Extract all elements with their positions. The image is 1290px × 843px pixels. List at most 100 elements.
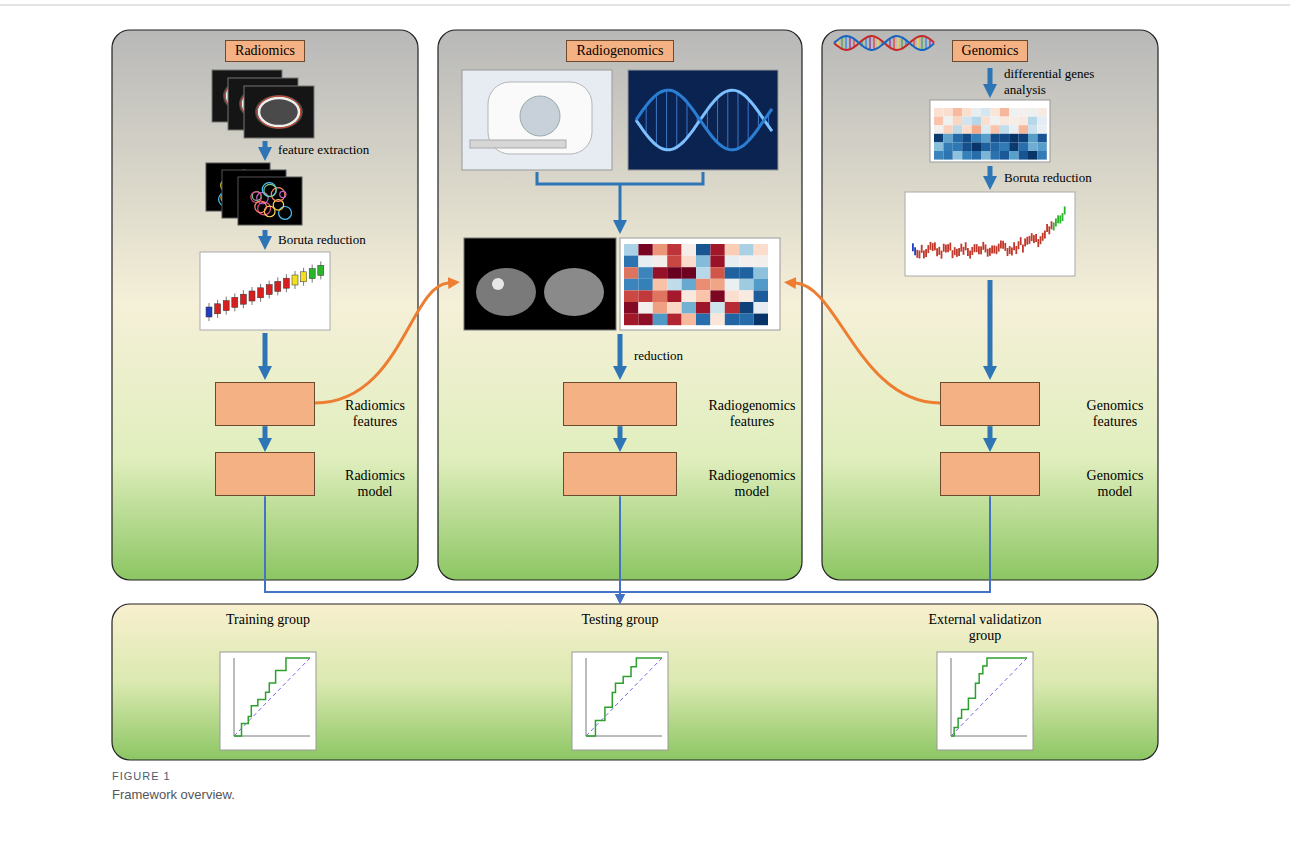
heatmap-cell xyxy=(972,125,981,134)
importance-bar xyxy=(1044,231,1046,239)
importance-bar xyxy=(1040,236,1042,244)
importance-bar xyxy=(1007,248,1009,256)
importance-bar xyxy=(1002,241,1004,249)
heatmap-cell xyxy=(962,108,971,117)
boxplot-box xyxy=(283,278,289,288)
breast-tissue xyxy=(544,268,604,316)
heatmap-cell xyxy=(1037,142,1046,151)
heatmap-cell xyxy=(624,290,638,302)
heatmap-cell xyxy=(981,151,990,160)
importance-plot xyxy=(905,192,1075,276)
process-box: Radiomics features xyxy=(215,382,315,426)
module-panel: RadiomicsRadiomics featuresRadiomics mod… xyxy=(112,30,418,580)
flow-arrow xyxy=(263,426,268,438)
importance-bar xyxy=(976,244,978,252)
flow-arrow xyxy=(618,334,623,366)
merge-connector xyxy=(619,496,621,594)
importance-bar xyxy=(952,250,954,258)
dna-strand xyxy=(834,36,934,50)
importance-bar xyxy=(1064,206,1066,214)
flow-arrow xyxy=(988,280,993,366)
box-label: Genomics model xyxy=(1071,468,1159,500)
heatmap-cell xyxy=(739,267,753,279)
heatmap-cell xyxy=(981,142,990,151)
heatmap-cell xyxy=(696,267,710,279)
heatmap-cell xyxy=(624,314,638,326)
heatmap-cell xyxy=(1009,142,1018,151)
importance-bar xyxy=(1037,239,1039,247)
feature-transfer-arrow xyxy=(315,283,448,403)
heatmap-cell xyxy=(943,108,952,117)
importance-bar xyxy=(1035,234,1037,242)
feature-dot xyxy=(255,201,267,213)
importance-bar xyxy=(996,246,998,254)
importance-bar xyxy=(991,246,993,254)
importance-bar xyxy=(932,243,934,251)
heatmap-cell xyxy=(638,267,652,279)
boxplot-box xyxy=(215,304,221,314)
heatmap-cell xyxy=(710,302,724,314)
importance-bar xyxy=(923,250,925,258)
boxplot-box xyxy=(292,275,298,285)
heatmap-cell xyxy=(682,279,696,291)
flow-arrow xyxy=(988,426,993,438)
importance-bar xyxy=(980,246,982,254)
heatmap-cell xyxy=(1028,117,1037,126)
heatmap-cell xyxy=(710,267,724,279)
importance-bar xyxy=(1055,218,1057,226)
heatmap-cell xyxy=(990,151,999,160)
heatmap-cell xyxy=(725,267,739,279)
boxplot-box xyxy=(318,265,324,275)
mri-scanner-bore xyxy=(520,96,560,136)
heatmap-cell xyxy=(953,134,962,143)
dna-rung xyxy=(687,102,688,138)
heatmap-cell xyxy=(934,125,943,134)
heatmap-cell xyxy=(653,302,667,314)
heatmap-cell xyxy=(696,290,710,302)
heatmap-cell xyxy=(638,314,652,326)
heatmap-cell xyxy=(653,279,667,291)
importance-bar xyxy=(1059,215,1061,223)
heatmap-cell xyxy=(981,108,990,117)
importance-bar xyxy=(954,247,956,255)
importance-bar xyxy=(974,244,976,252)
importance-bar xyxy=(949,243,951,251)
dna-rung xyxy=(869,36,870,50)
feature-dot xyxy=(262,183,276,197)
heatmap-cell xyxy=(990,117,999,126)
step-label: differential genes analysis xyxy=(1004,66,1124,97)
heatmap-cell xyxy=(943,125,952,134)
importance-bar xyxy=(1022,245,1024,253)
importance-bar xyxy=(963,247,965,255)
heatmap-cell xyxy=(981,117,990,126)
boxplot-box xyxy=(301,272,307,282)
flow-arrow xyxy=(263,230,268,236)
step-label: Boruta reduction xyxy=(278,232,366,248)
heatmap-cell xyxy=(638,244,652,256)
importance-bar xyxy=(956,249,958,257)
heatmap-cell xyxy=(943,151,952,160)
importance-bar xyxy=(925,249,927,257)
heatmap-cell xyxy=(972,151,981,160)
importance-bar xyxy=(1046,224,1048,232)
feature-dot xyxy=(279,207,292,220)
step-label: feature extraction xyxy=(278,142,369,158)
process-box: Radiomics model xyxy=(215,452,315,496)
dna-rung xyxy=(873,36,874,49)
importance-bar xyxy=(985,244,987,252)
importance-bar xyxy=(993,245,995,253)
flow-arrow xyxy=(263,333,268,366)
heatmap-cell xyxy=(682,256,696,268)
heatmap-cell xyxy=(725,302,739,314)
heatmap-cell xyxy=(710,244,724,256)
process-box: Radiogenomics model xyxy=(563,452,677,496)
heatmap-cell xyxy=(682,267,696,279)
step-label: reduction xyxy=(634,348,683,364)
heatmap-cell xyxy=(754,267,768,279)
importance-bar xyxy=(941,251,943,259)
box-label: Radiomics features xyxy=(331,398,419,430)
mri-slice xyxy=(244,86,314,138)
heatmap-cell xyxy=(710,314,724,326)
roc-axes xyxy=(586,658,662,736)
